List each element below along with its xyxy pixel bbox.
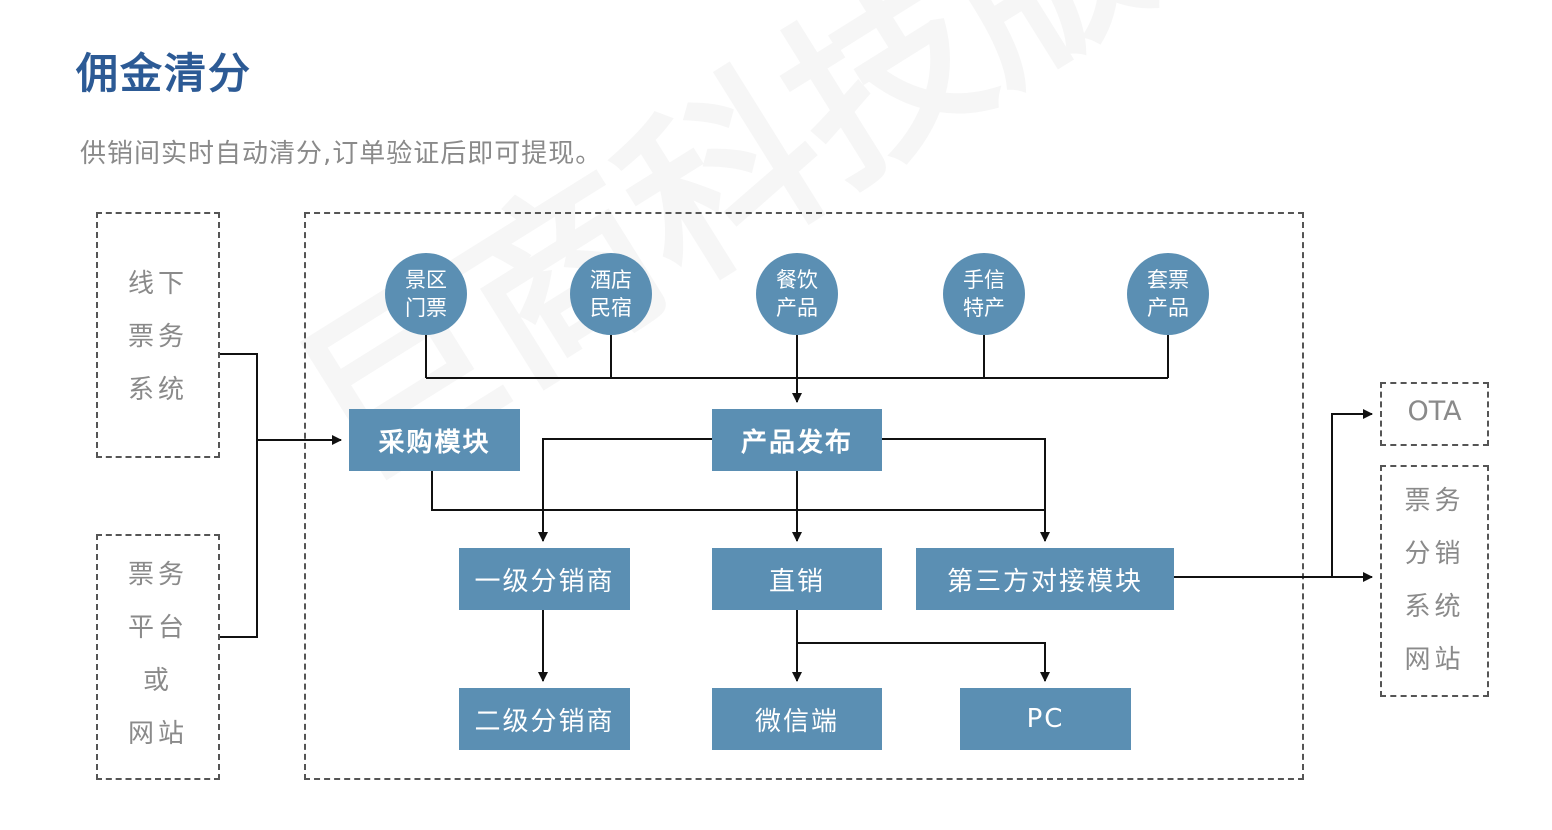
- product-hotel-homestay: 酒店民宿: [570, 253, 652, 335]
- product-souvenirs: 手信特产: [943, 253, 1025, 335]
- offline-system-label: 线下 票务 系统: [127, 269, 188, 405]
- ticket-sites-frame: [1380, 465, 1489, 697]
- pc-channel: PC: [960, 688, 1131, 750]
- ticket-platform-label: 票务 平台 或 网站: [127, 560, 188, 749]
- purchase-module: 采购模块: [349, 409, 520, 471]
- direct-sales: 直销: [712, 548, 882, 610]
- level1-distributor: 一级分销商: [459, 548, 630, 610]
- ticket-platform-frame: [96, 534, 220, 780]
- product-scenic-tickets: 景区门票: [385, 253, 467, 335]
- ticket-sites-label: 票务 分销 系统 网站: [1404, 486, 1465, 675]
- third-party-module: 第三方对接模块: [916, 548, 1174, 610]
- page-subtitle: 供销间实时自动清分,订单验证后即可提现。: [80, 139, 603, 169]
- product-package-tickets: 套票产品: [1127, 253, 1209, 335]
- page-title: 佣金清分: [76, 49, 253, 98]
- product-catering: 餐饮产品: [756, 253, 838, 335]
- wechat-channel: 微信端: [712, 688, 882, 750]
- level2-distributor: 二级分销商: [459, 688, 630, 750]
- ota-frame: [1380, 382, 1489, 446]
- ota-label: OTA: [1407, 396, 1462, 427]
- main-system-frame: [304, 212, 1304, 780]
- offline-system-frame: [96, 212, 220, 458]
- product-publish-module: 产品发布: [712, 409, 882, 471]
